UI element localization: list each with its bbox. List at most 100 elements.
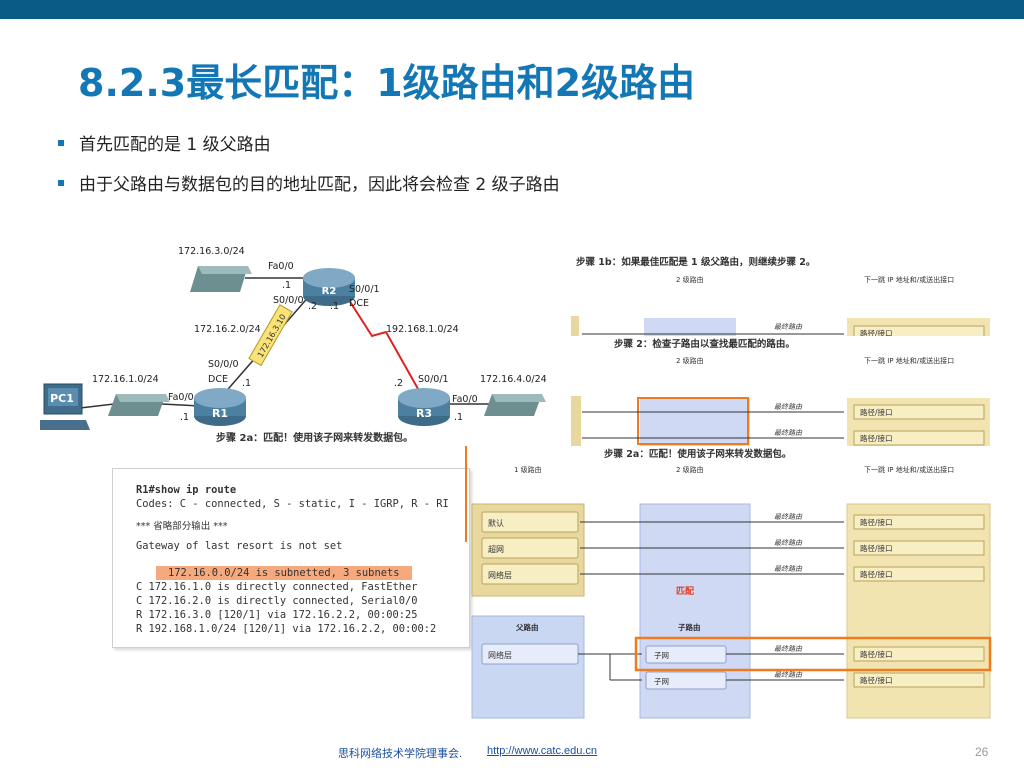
cli-line-c1: C 172.16.1.0 is directly connected, Fast… (136, 581, 418, 593)
final-route-5: 最终路由 (774, 671, 803, 679)
step1b-path: 路径/接口 (860, 328, 893, 338)
match-label: 匹配 (676, 586, 694, 597)
label-r3-fa-ip: .1 (454, 412, 463, 423)
bullet-1: 首先匹配的是 1 级父路由 (58, 130, 271, 155)
cli-routing-table (112, 468, 470, 648)
path-box-2: 路径/接口 (853, 540, 985, 556)
switch-top (190, 266, 252, 292)
step1b-col-l2: 2 级路由 (676, 275, 704, 284)
router-r1: R1 (194, 388, 246, 426)
label-r2-s000-ip: .2 (308, 301, 317, 312)
link-r2-r3-serial (339, 285, 423, 397)
label-r1-s000: S0/0/0 (208, 359, 239, 370)
cli-line-c2: C 172.16.2.0 is directly connected, Seri… (136, 595, 418, 607)
label-r2-s001-ip: .1 (330, 301, 339, 312)
label-r2-fa-ip: .1 (282, 280, 291, 291)
bullet-text: 首先匹配的是 1 级父路由 (79, 135, 271, 155)
path-box-1: 路径/接口 (853, 514, 985, 530)
svg-text:默认: 默认 (488, 518, 504, 528)
router-r3-label: R3 (416, 407, 432, 420)
step2-text: 步骤 2：检查子路由以查找最匹配的路由。 (614, 338, 795, 350)
label-net-right: 172.16.4.0/24 (480, 374, 547, 385)
router-r1-label: R1 (212, 407, 228, 420)
path-box-3: 路径/接口 (853, 566, 985, 582)
label-r2-fa: Fa0/0 (268, 261, 294, 272)
step1b-text: 步骤 1b：如果最佳匹配是 1 级父路由，则继续步骤 2。 (576, 256, 815, 268)
label-net-left: 172.16.1.0/24 (92, 374, 159, 385)
svg-text:路径/接口: 路径/接口 (860, 675, 893, 685)
cli-line-gateway: Gateway of last resort is not set (136, 540, 343, 552)
svg-text:网络层: 网络层 (488, 650, 512, 660)
lookup-flow-diagram: 步骤 1b：如果最佳匹配是 1 级父路由，则继续步骤 2。 2 级路由 下一跳 … (465, 246, 1000, 719)
network-topology: 172.16.3.10 PC1 R2 R1 R3 (40, 246, 547, 444)
step2a-text: 步骤 2a：匹配！使用该子网来转发数据包。 (604, 448, 791, 460)
svg-text:子网: 子网 (654, 677, 669, 686)
bullet-text: 由于父路由与数据包的目的地址匹配，因此将会检查 2 级子路由 (79, 175, 560, 195)
top-bar (0, 0, 1024, 19)
label-net-left-mid: 172.16.2.0/24 (194, 324, 261, 335)
svg-text:超网: 超网 (488, 544, 504, 554)
bullet-2: 由于父路由与数据包的目的地址匹配，因此将会检查 2 级子路由 (58, 170, 560, 195)
switch-left (108, 394, 170, 416)
footer-organization: 思科网络技术学院理事会. (338, 748, 463, 760)
label-r1-s000-ip: .1 (242, 378, 251, 389)
svg-text:路径/接口: 路径/接口 (860, 649, 893, 659)
label-r1-fa-ip: .1 (180, 412, 189, 423)
col-l1: 1 级路由 (514, 465, 542, 474)
cli-line-command: R1#show ip route (136, 484, 237, 496)
page-number: 26 (975, 745, 989, 759)
cli-line-r1: R 172.16.3.0 [120/1] via 172.16.2.2, 00:… (136, 609, 418, 621)
l1-supernet: 超网 (481, 537, 579, 559)
footer-link[interactable]: http://www.catc.edu.cn (487, 745, 598, 757)
step1b-final-route: 最终路由 (774, 323, 803, 331)
l1-default: 默认 (481, 511, 579, 533)
pc-icon: PC1 (40, 383, 90, 430)
child-header: 子路由 (678, 622, 701, 632)
child-subnet-1: 子网 (645, 645, 727, 664)
svg-text:路径/接口: 路径/接口 (860, 517, 893, 527)
cli-line-r2: R 192.168.1.0/24 [120/1] via 172.16.2.2,… (136, 623, 437, 635)
bullet-square-icon (58, 180, 64, 186)
step2-col-next: 下一跳 IP 地址和/或送出接口 (864, 356, 954, 365)
parent-netlevel: 网络层 (481, 643, 579, 665)
path-box-5: 路径/接口 (853, 672, 985, 688)
switch-right (484, 394, 546, 416)
cli-line-subnetted: 172.16.0.0/24 is subnetted, 3 subnets (168, 567, 400, 579)
step2-final-route-1: 最终路由 (774, 403, 803, 411)
label-r3-s001: S0/0/1 (418, 374, 449, 385)
step2-col-l2: 2 级路由 (676, 356, 704, 365)
label-r2-s001: S0/0/1 (349, 284, 380, 295)
pc-label: PC1 (50, 392, 74, 405)
final-route-2: 最终路由 (774, 539, 803, 547)
child-subnet-2: 子网 (645, 671, 727, 690)
final-route-4: 最终路由 (774, 645, 803, 653)
step2-final-route-2: 最终路由 (774, 429, 803, 437)
label-net-right-mid: 192.168.1.0/24 (386, 324, 459, 335)
label-r3-fa: Fa0/0 (452, 394, 478, 405)
step1b-col-next: 下一跳 IP 地址和/或送出接口 (864, 275, 954, 284)
bullet-square-icon (58, 140, 64, 146)
label-r1-fa: Fa0/0 (168, 392, 194, 403)
col-next: 下一跳 IP 地址和/或送出接口 (864, 465, 954, 474)
cli-highlight (156, 566, 412, 580)
link-tag: 172.16.3.10 (248, 304, 293, 367)
step2-path-1: 路径/接口 (860, 407, 893, 417)
label-r3-s001-ip: .2 (394, 378, 403, 389)
path-box-4: 路径/接口 (853, 646, 985, 662)
cli-line-codes: Codes: C - connected, S - static, I - IG… (136, 498, 449, 510)
router-r2: R2 (303, 268, 355, 306)
parent-header: 父路由 (515, 622, 539, 632)
router-r2-label: R2 (322, 286, 337, 297)
svg-text:路径/接口: 路径/接口 (860, 543, 893, 553)
cli-line-omitted: *** 省略部分输出 *** (136, 521, 228, 532)
router-r3: R3 (398, 388, 450, 426)
topology-step2a-caption: 步骤 2a：匹配！使用该子网来转发数据包。 (216, 431, 413, 444)
step2-path-2: 路径/接口 (860, 433, 893, 443)
svg-text:网络层: 网络层 (488, 570, 512, 580)
svg-text:子网: 子网 (654, 651, 669, 660)
col-l2: 2 级路由 (676, 465, 704, 474)
match-highlight (634, 636, 992, 672)
slide-title: 8.2.3最长匹配：1级路由和2级路由 (78, 61, 696, 105)
label-r1-dce: DCE (208, 374, 228, 385)
link-pc-switch (79, 403, 115, 409)
